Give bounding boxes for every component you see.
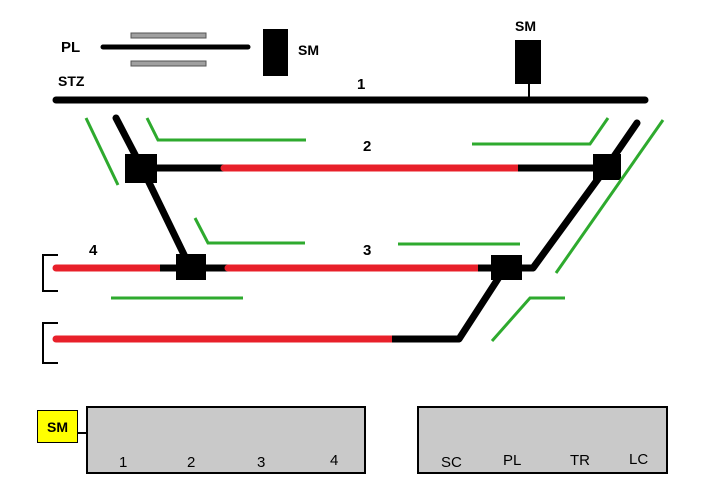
panel-left-item: 1 [119,454,128,471]
panel-right-item: TR [570,452,590,469]
sm-block-right [515,40,541,84]
panel-left: 1 2 3 4 [86,406,366,474]
diagonal-left-lower [138,164,194,271]
pl-label: PL [61,39,81,56]
track-4-label: 4 [89,242,98,259]
panel-right-item: PL [503,452,522,469]
signal-lines [84,117,665,342]
track-1-label: 1 [357,76,366,93]
signal-line [145,117,306,142]
junction-block-2-left [125,154,157,183]
stz-label: STZ [58,73,85,89]
panel-right-item: SC [441,454,462,471]
end-stop-siding [42,322,58,364]
panel-left-item: 2 [187,454,196,471]
track-3-label: 3 [363,242,372,259]
sm-label-right: SM [515,18,536,34]
diagonal-right-middle [529,164,610,272]
junction-block-3 [491,255,522,280]
panel-right-item: LC [629,451,649,468]
panel-left-item: 3 [257,454,266,471]
signal-line [554,119,665,274]
junction-block-4 [176,254,206,280]
panel-left-item: 4 [330,452,339,469]
sm-badge: SM [37,410,78,443]
signal-line [84,117,120,186]
signal-line [193,217,305,245]
pl-lower-plate [130,60,207,67]
signal-line [472,117,610,146]
panel-right: SC PL TR LC [417,406,668,474]
end-stop-track-4 [42,254,58,292]
signal-line [490,296,565,342]
pl-upper-plate [130,32,207,39]
track-2-label: 2 [363,138,372,155]
sm-block-left [263,29,288,76]
sm-label-left: SM [298,42,319,58]
junction-block-2-right [593,154,621,180]
